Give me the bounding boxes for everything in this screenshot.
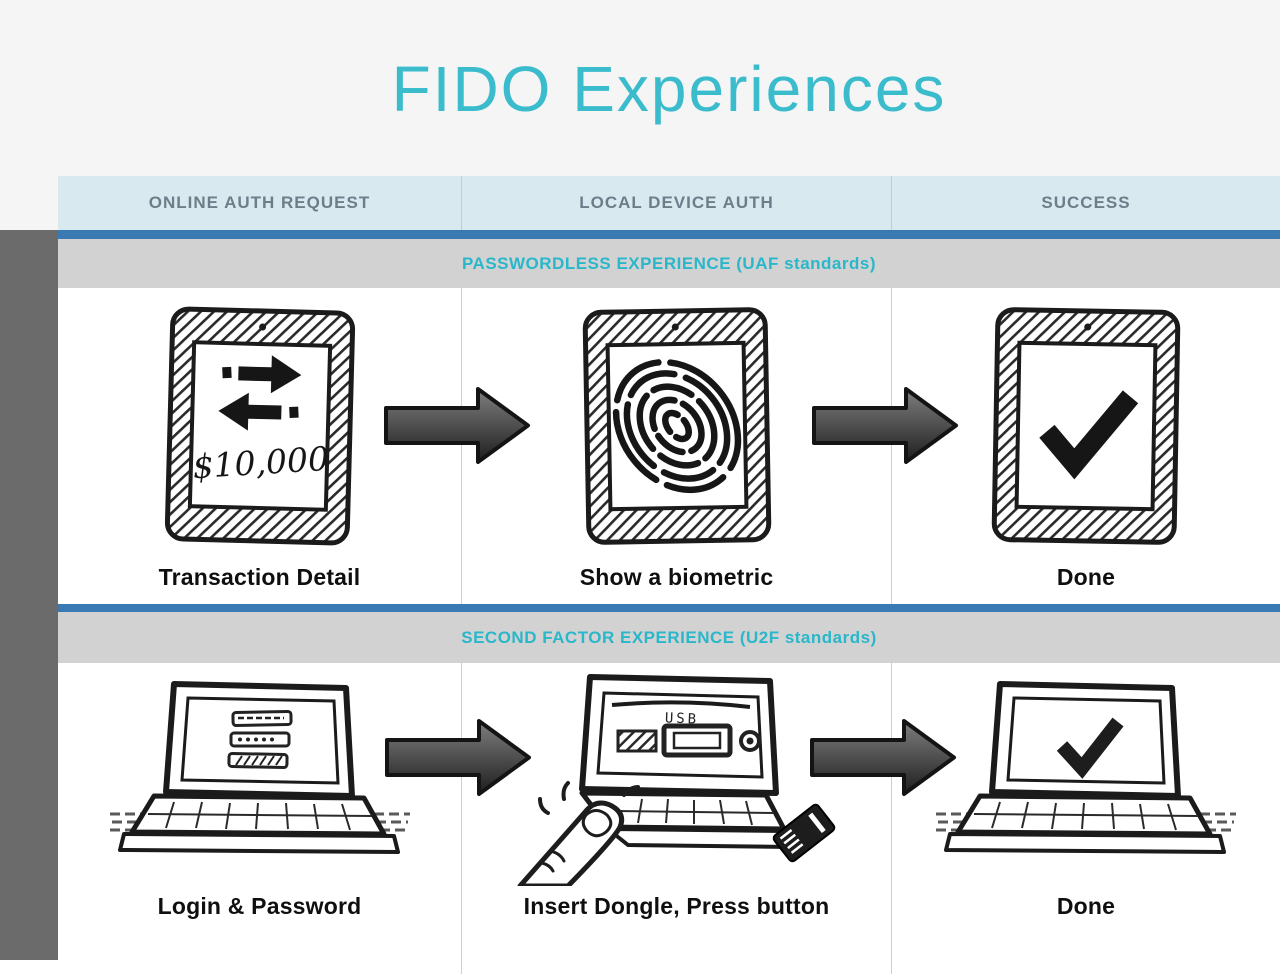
- svg-text:USB: USB: [664, 710, 699, 727]
- step-label-insert-dongle: Insert Dongle, Press button: [523, 893, 830, 919]
- step-label-transaction-detail: Transaction Detail: [158, 564, 361, 590]
- column-header-local-device-auth: LOCAL DEVICE AUTH: [462, 176, 892, 230]
- left-gray-bar: [0, 604, 58, 612]
- left-gray-bar: [0, 230, 58, 239]
- step-label-login-password: Login & Password: [157, 893, 362, 919]
- svg-text:$10,000: $10,000: [191, 439, 330, 486]
- second-factor-steps-row: Login & Password: [58, 663, 1280, 974]
- tablet-fingerprint-icon: [582, 288, 772, 564]
- step-transaction-detail: $10,000 Transaction Detail: [58, 288, 462, 604]
- page-title: FIDO Experiences: [391, 53, 947, 125]
- section-header-second-factor: SECOND FACTOR EXPERIENCE (U2F standards): [58, 612, 1280, 663]
- flow-arrow-icon: [384, 387, 530, 464]
- laptop-usb-dongle-icon: USB: [512, 663, 842, 893]
- flow-arrow-icon: [385, 719, 531, 796]
- step-label-done-u2f: Done: [1056, 893, 1116, 919]
- left-margin: [0, 176, 58, 230]
- accent-bar-middle: [58, 604, 1280, 612]
- left-gray-bar: [0, 239, 58, 288]
- title-band: FIDO Experiences: [0, 0, 1280, 176]
- left-gray-bar: [0, 663, 58, 974]
- column-header-row: ONLINE AUTH REQUEST LOCAL DEVICE AUTH SU…: [58, 176, 1280, 230]
- step-show-biometric: Show a biometric: [462, 288, 892, 604]
- accent-bar-top: [58, 230, 1280, 239]
- flow-arrow-icon: [810, 719, 956, 796]
- tablet-checkmark-icon: [991, 288, 1181, 564]
- passwordless-steps-row: $10,000 Transaction Detail: [58, 288, 1280, 604]
- step-login-password: Login & Password: [58, 663, 462, 974]
- column-header-online-auth-request: ONLINE AUTH REQUEST: [58, 176, 462, 230]
- step-insert-dongle: USB: [462, 663, 892, 974]
- step-label-show-biometric: Show a biometric: [579, 564, 774, 590]
- column-header-success: SUCCESS: [1041, 193, 1131, 212]
- left-gray-bar: [0, 612, 58, 663]
- laptop-login-form-icon: [109, 663, 410, 893]
- laptop-checkmark-icon: [936, 663, 1236, 893]
- step-done-uaf: Done: [892, 288, 1280, 604]
- step-done-u2f: Done: [892, 663, 1280, 974]
- step-label-done-uaf: Done: [1056, 564, 1116, 590]
- tablet-transaction-icon: $10,000: [164, 288, 355, 564]
- flow-arrow-icon: [812, 387, 958, 464]
- left-gray-bar: [0, 288, 58, 604]
- section-header-passwordless: PASSWORDLESS EXPERIENCE (UAF standards): [58, 239, 1280, 288]
